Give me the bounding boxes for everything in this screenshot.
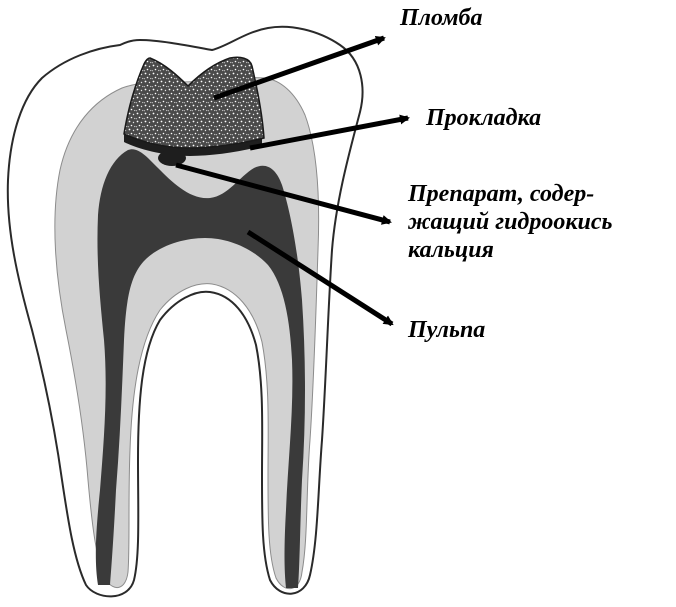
calcium-hydroxide-preparation bbox=[158, 150, 186, 166]
label-filling: Пломба bbox=[400, 4, 483, 32]
label-preparation-line-3: кальция bbox=[408, 236, 612, 264]
label-preparation-line-2: жащий гидроокись bbox=[408, 208, 612, 236]
label-pulp: Пульпа bbox=[408, 316, 485, 344]
label-liner: Прокладка bbox=[426, 104, 541, 132]
label-calcium-hydroxide-preparation: Препарат, содер- жащий гидроокись кальци… bbox=[408, 180, 612, 264]
label-preparation-line-1: Препарат, содер- bbox=[408, 180, 612, 208]
